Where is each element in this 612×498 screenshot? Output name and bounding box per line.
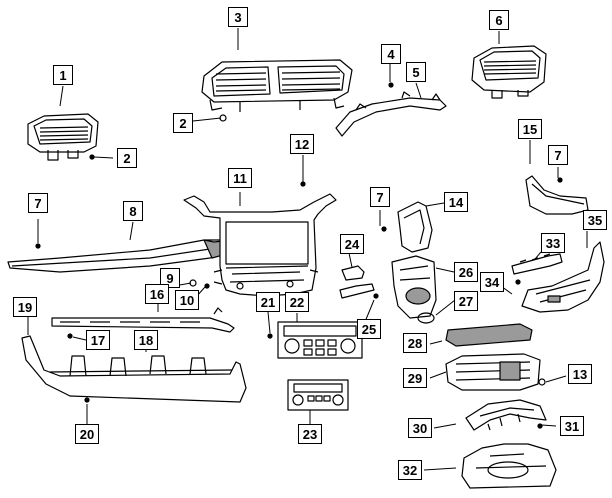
callout-24: 24 xyxy=(340,234,364,254)
callout-28: 28 xyxy=(403,333,427,353)
part-26-console-bracket xyxy=(391,255,437,319)
part-29-console-panel xyxy=(445,353,541,391)
part-2-clip-b xyxy=(219,114,227,122)
callout-21: 21 xyxy=(256,292,280,312)
part-31-screw xyxy=(537,423,543,429)
callout-9: 9 xyxy=(160,268,180,288)
callout-7-a: 7 xyxy=(28,193,48,213)
callout-13: 13 xyxy=(568,364,592,384)
callout-30: 30 xyxy=(408,418,432,438)
part-27-grommet xyxy=(417,312,435,324)
callout-29: 29 xyxy=(403,368,427,388)
part-11-panel-carrier xyxy=(183,193,337,297)
callout-34: 34 xyxy=(480,272,504,292)
part-21-screw xyxy=(267,333,273,339)
part-17-clip xyxy=(67,333,73,339)
callout-3: 3 xyxy=(228,7,248,27)
callout-32: 32 xyxy=(398,460,422,480)
callout-16: 16 xyxy=(145,284,169,304)
callout-31: 31 xyxy=(560,416,584,436)
callout-12: 12 xyxy=(290,134,314,154)
callout-15: 15 xyxy=(518,119,542,139)
callout-17: 17 xyxy=(86,330,110,350)
callout-20: 20 xyxy=(75,424,99,444)
leader-lines xyxy=(27,28,588,471)
part-34-clip xyxy=(515,279,521,285)
part-25-clip xyxy=(373,293,379,299)
callout-4: 4 xyxy=(381,44,401,64)
part-8-left-trim xyxy=(7,239,235,273)
part-7-clip-c xyxy=(557,177,563,183)
part-22-climate-control xyxy=(277,321,363,359)
callout-19: 19 xyxy=(13,297,37,317)
callout-33: 33 xyxy=(541,233,565,253)
part-23-radio-control xyxy=(287,379,349,411)
part-7-clip-a xyxy=(35,243,41,249)
part-16-trim-strip xyxy=(51,307,235,333)
part-30-column-shroud xyxy=(465,399,547,431)
part-3-center-vent xyxy=(201,59,353,112)
part-28-trim-strip xyxy=(445,323,533,347)
part-24-bracket xyxy=(339,265,375,299)
part-14-duct xyxy=(397,201,433,253)
part-15-end-cap xyxy=(525,175,589,215)
callout-25: 25 xyxy=(357,319,381,339)
callout-23: 23 xyxy=(298,424,322,444)
callout-7-c: 7 xyxy=(548,145,568,165)
part-32-lower-shroud xyxy=(461,443,557,489)
callout-7-b: 7 xyxy=(370,187,390,207)
part-20-screw xyxy=(84,397,90,403)
part-35-right-panel xyxy=(521,241,605,313)
part-10-screw xyxy=(204,283,210,289)
callout-26: 26 xyxy=(454,262,478,282)
callout-14: 14 xyxy=(444,192,468,212)
part-6-right-vent xyxy=(471,45,547,99)
callout-6: 6 xyxy=(489,10,509,30)
callout-8: 8 xyxy=(123,201,143,221)
part-4-fastener xyxy=(388,82,394,88)
callout-2-b: 2 xyxy=(117,148,137,168)
callout-27: 27 xyxy=(454,291,478,311)
callout-1: 1 xyxy=(53,65,73,85)
part-1-left-vent xyxy=(27,113,99,161)
callout-22: 22 xyxy=(285,292,309,312)
part-13-screw xyxy=(538,378,546,386)
part-7-clip-b xyxy=(381,226,387,232)
callout-18: 18 xyxy=(134,330,158,350)
callout-2-a: 2 xyxy=(173,113,193,133)
callout-10: 10 xyxy=(175,290,199,310)
part-2-clip-a xyxy=(89,154,95,160)
part-9-clip xyxy=(189,279,197,287)
part-33-switch-bank xyxy=(511,253,563,275)
part-5-defrost-duct xyxy=(335,91,447,137)
callout-11: 11 xyxy=(228,168,252,188)
part-12-clip xyxy=(300,181,306,187)
callout-5: 5 xyxy=(406,62,426,82)
callout-35: 35 xyxy=(583,210,607,230)
part-19-lower-panel xyxy=(21,335,247,403)
